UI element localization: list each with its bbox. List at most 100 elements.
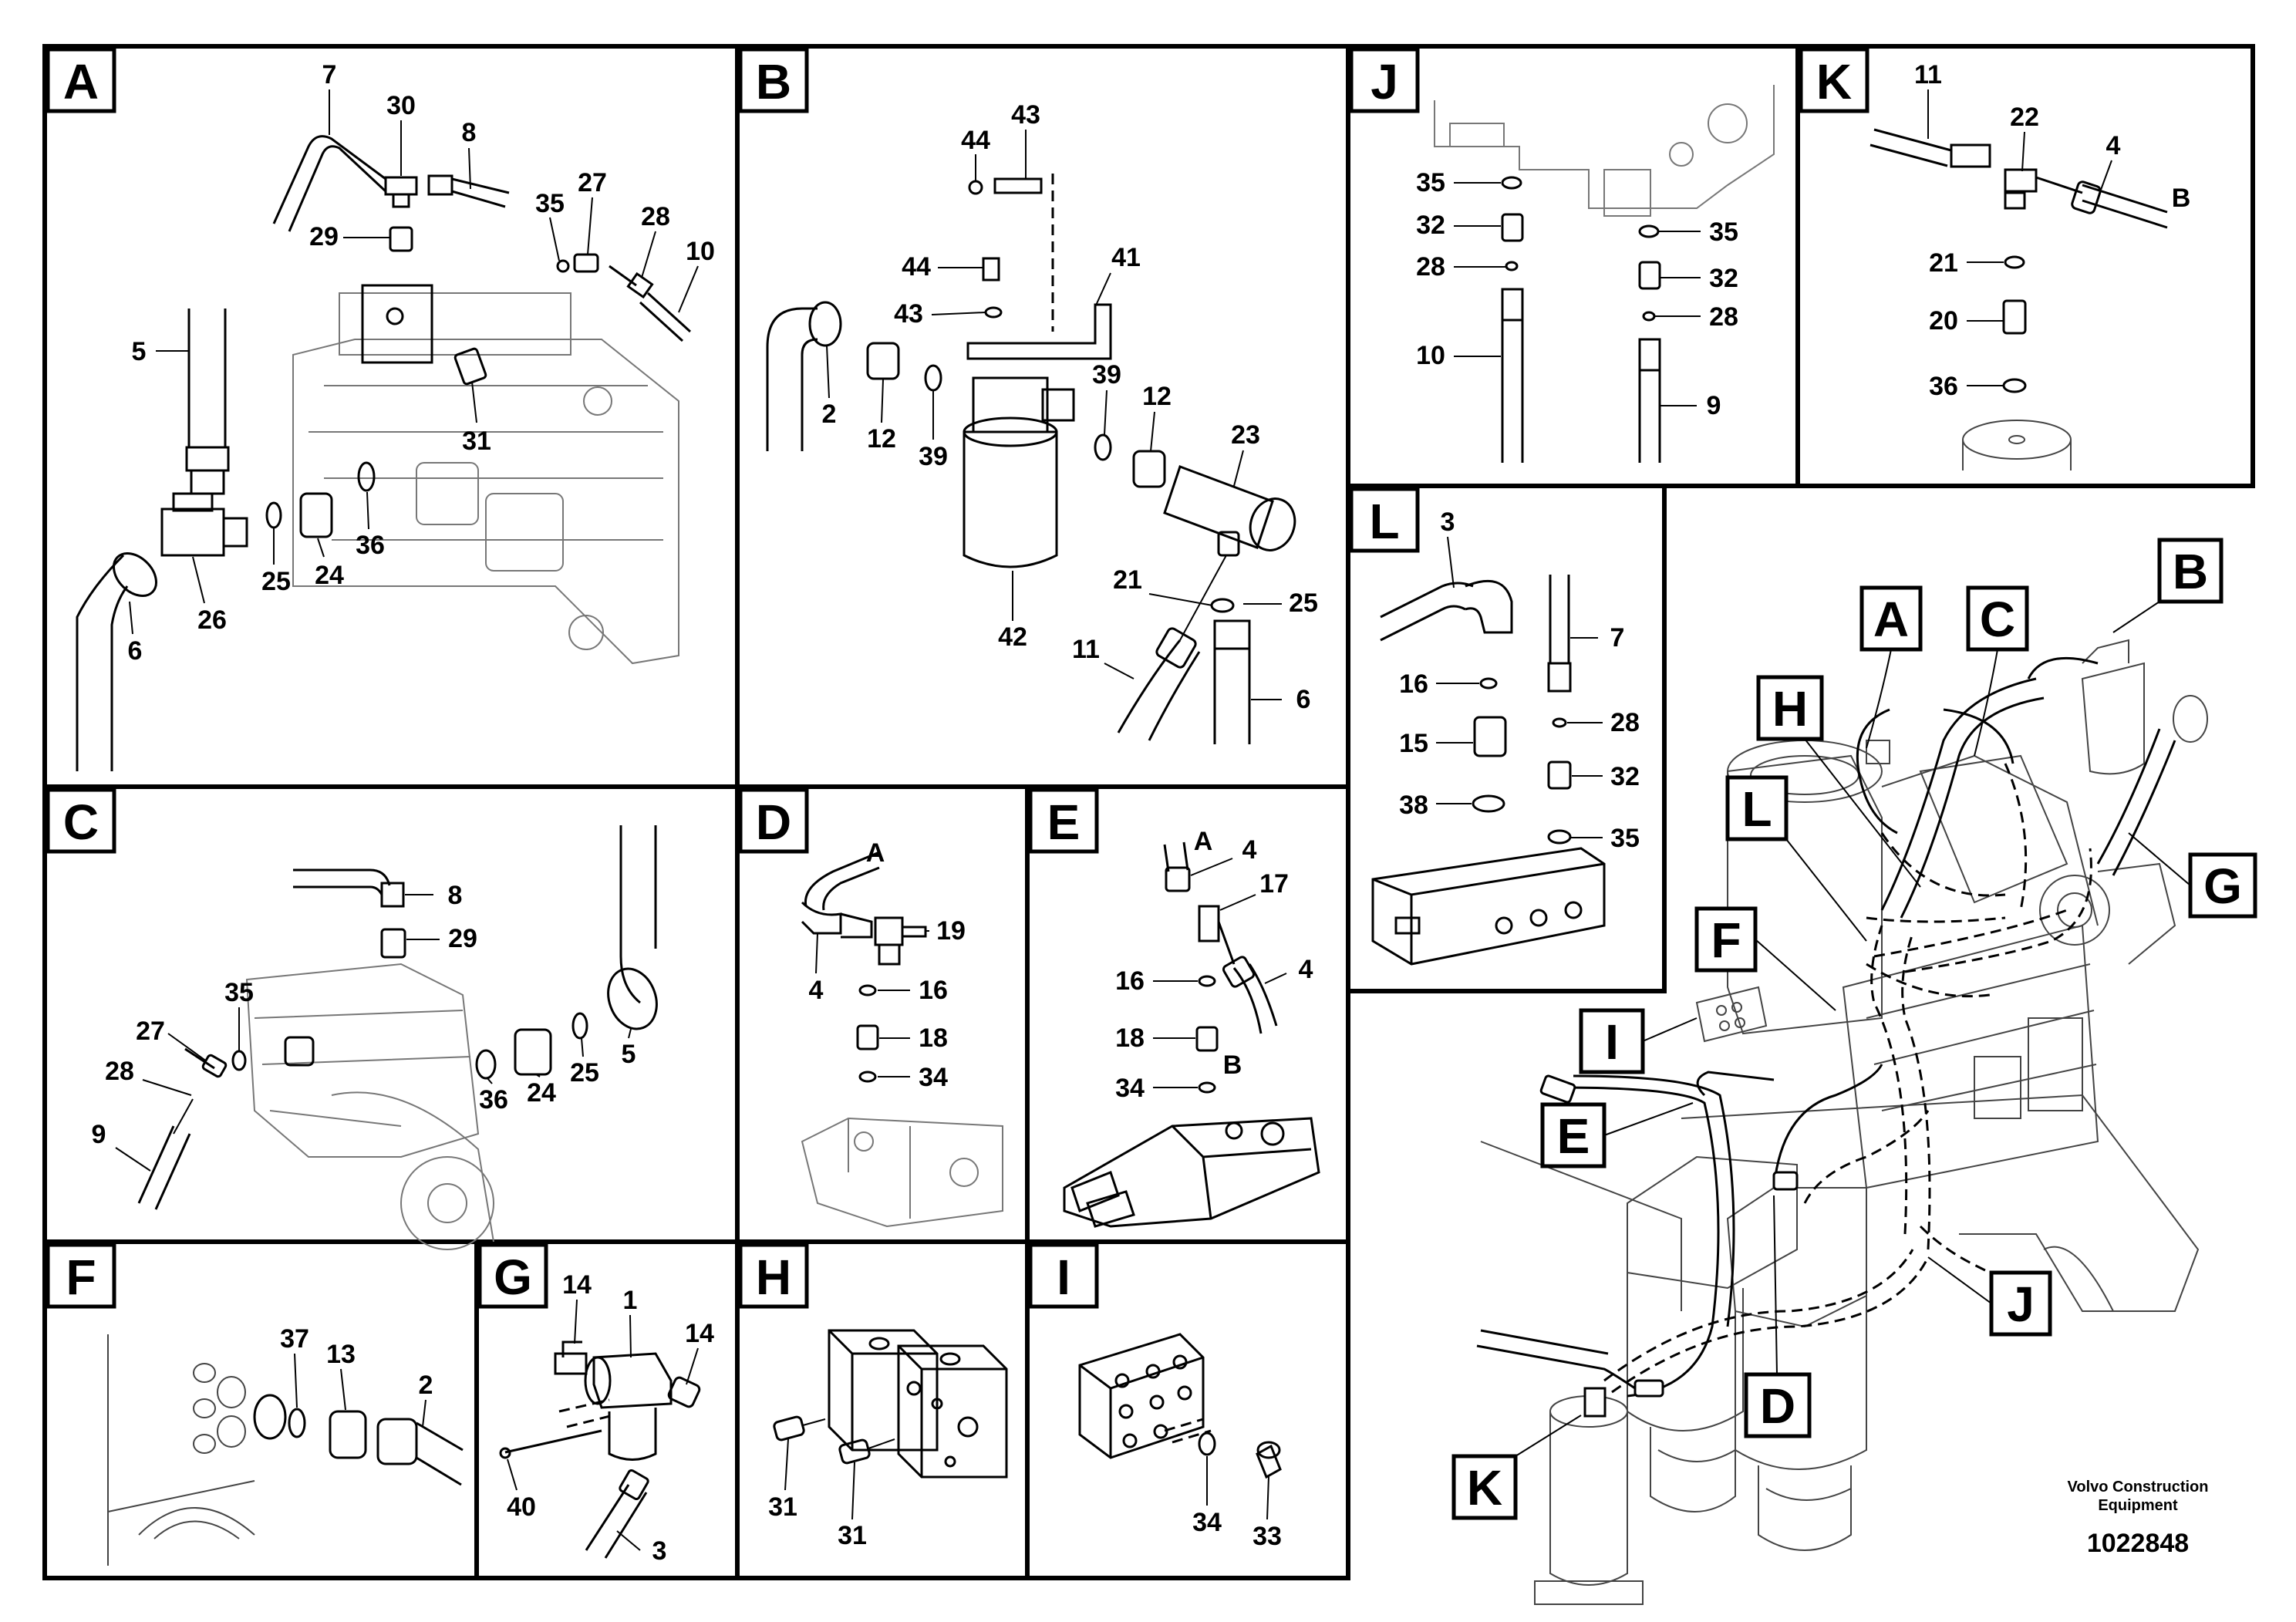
part-label: 5 [132, 337, 147, 366]
overview-callout-b: B [2157, 538, 2224, 604]
svg-text:D: D [1760, 1378, 1795, 1434]
panel-c-part-labels: 8 29 35 27 28 9 36 24 25 5 [92, 881, 636, 1172]
panel-d-tag: D [738, 787, 809, 854]
panel-i-frame [1025, 1239, 1350, 1580]
panel-b-drawing [766, 174, 1296, 744]
credit-block: Volvo Construction Equipment 1022848 [2068, 1479, 2209, 1558]
part-label: 19 [936, 916, 966, 946]
svg-text:C: C [63, 794, 99, 850]
overview-callout-l: L [1725, 775, 1789, 841]
part-label: 29 [448, 924, 477, 953]
panel-i-part-labels: 34 33 [1192, 1456, 1282, 1551]
overview-callout-c: C [1966, 585, 2029, 652]
part-label: 32 [1416, 211, 1445, 240]
part-label: 28 [1416, 252, 1445, 282]
part-label: 18 [1115, 1023, 1145, 1053]
svg-text:F: F [66, 1249, 96, 1305]
part-label: 28 [641, 202, 670, 231]
part-label: 34 [919, 1063, 948, 1092]
part-label: B [2172, 184, 2191, 213]
panel-k-drawing [1870, 128, 2168, 470]
panel-j-part-labels: 35 32 28 10 35 32 28 9 [1416, 168, 1738, 420]
part-label: 11 [1072, 635, 1100, 664]
credit-company: Volvo Construction [2068, 1479, 2209, 1496]
panel-g-part-labels: 14 1 14 40 3 [507, 1270, 714, 1566]
part-label: 36 [356, 531, 385, 560]
svg-text:E: E [1047, 794, 1081, 850]
svg-text:D: D [756, 794, 791, 850]
part-label: 40 [507, 1492, 536, 1522]
part-label: 7 [322, 60, 337, 89]
panel-l-tag: L [1349, 487, 1420, 553]
overview-callout-g: G [2188, 852, 2257, 919]
drawing-number: 1022848 [2087, 1529, 2189, 1558]
part-label: 13 [326, 1340, 356, 1369]
part-label: B [1223, 1050, 1242, 1080]
svg-text:J: J [1371, 54, 1398, 110]
part-label: 37 [280, 1324, 309, 1354]
overview-callout-f: F [1694, 906, 1758, 973]
panel-c-tag: C [46, 787, 116, 854]
part-label: 22 [2010, 103, 2039, 132]
panel-l-frame [1346, 484, 1667, 993]
part-label: 31 [462, 427, 491, 456]
overview-drawing [1476, 639, 2208, 1605]
part-label: 44 [902, 252, 931, 282]
svg-text:F: F [1711, 912, 1741, 968]
panel-e-frame [1025, 784, 1350, 1244]
part-label: 33 [1253, 1522, 1282, 1551]
part-label: 14 [685, 1319, 714, 1348]
overview-callout-h: H [1756, 675, 1824, 741]
part-label: 17 [1259, 869, 1289, 899]
part-label: 6 [128, 636, 143, 666]
svg-text:B: B [2173, 544, 2208, 599]
part-label: 8 [448, 881, 463, 910]
svg-text:E: E [1557, 1108, 1590, 1164]
part-label: 14 [562, 1270, 592, 1300]
svg-text:A: A [1873, 592, 1909, 647]
panel-b-part-labels: 43 44 44 43 41 2 12 39 39 12 23 21 25 11… [822, 100, 1318, 714]
svg-text:C: C [1980, 592, 2015, 647]
part-label: 3 [652, 1536, 667, 1566]
part-label: 38 [1399, 791, 1428, 820]
svg-text:L: L [1741, 781, 1772, 837]
panel-l-part-labels: 3 7 16 28 15 32 38 35 [1399, 508, 1640, 853]
overview-callout-k: K [1451, 1454, 1518, 1520]
part-label: 20 [1929, 306, 1958, 336]
part-label: 32 [1709, 264, 1738, 293]
part-label: 34 [1115, 1074, 1145, 1103]
panel-i-drawing [1078, 1333, 1282, 1479]
panel-g-tag: G [477, 1243, 548, 1309]
part-label: 42 [998, 622, 1027, 652]
svg-text:K: K [1467, 1460, 1502, 1516]
part-label: 10 [1416, 341, 1445, 370]
part-label: 4 [1299, 955, 1313, 984]
part-label: 28 [105, 1057, 134, 1086]
part-label: 31 [838, 1521, 867, 1550]
part-label: 8 [462, 118, 477, 147]
panel-a-drawing [76, 135, 692, 771]
part-label: 2 [419, 1371, 433, 1400]
overview-callout-leaders [1515, 601, 2191, 1457]
part-label: 30 [386, 91, 416, 120]
panel-g-drawing [499, 1340, 701, 1559]
svg-text:I: I [1057, 1249, 1070, 1305]
part-label: A [866, 838, 885, 868]
part-label: 35 [1416, 168, 1445, 197]
part-label: 31 [768, 1492, 797, 1522]
panel-a-tag: A [46, 47, 116, 113]
overview-callout-e: E [1540, 1102, 1607, 1168]
part-label: 24 [315, 561, 344, 590]
part-label: 18 [919, 1023, 948, 1053]
part-label: 1 [623, 1286, 638, 1315]
panel-a-frame [42, 44, 740, 789]
panel-k-part-labels: 11 22 4 B 21 20 36 [1914, 60, 2190, 401]
part-label: 3 [1441, 508, 1455, 537]
part-label: 41 [1111, 243, 1141, 272]
part-label: 36 [479, 1085, 508, 1114]
part-label: 10 [686, 237, 715, 266]
part-label: 28 [1709, 302, 1738, 332]
panel-h-part-labels: 31 31 [768, 1438, 867, 1550]
panel-e-tag: E [1028, 787, 1099, 854]
